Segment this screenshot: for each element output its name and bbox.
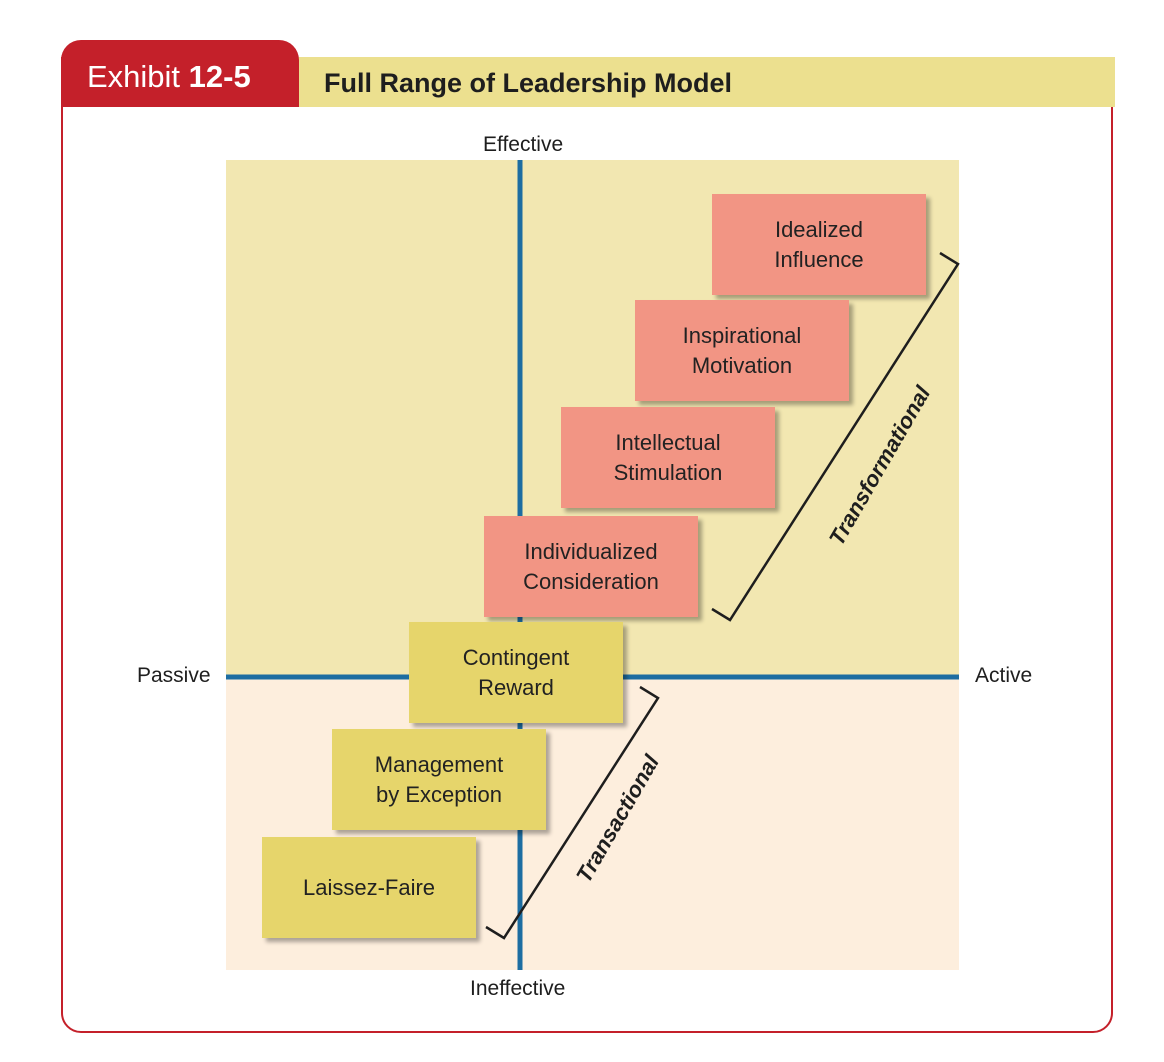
exhibit-title: Full Range of Leadership Model: [324, 68, 733, 98]
axis-label-active: Active: [975, 664, 1033, 687]
box-contingent-reward: Contingent Reward: [409, 622, 623, 723]
box-laissez-faire: Laissez-Faire: [262, 837, 476, 938]
transactional-bracket: [485, 685, 660, 940]
title-bar: Full Range of Leadership Model: [298, 57, 1115, 107]
exhibit-tab: Exhibit 12-5: [61, 40, 299, 107]
box-management-by-exception: Management by Exception: [332, 729, 546, 830]
box-label: Inspirational Motivation: [682, 322, 802, 378]
box-label: Laissez-Faire: [302, 874, 436, 900]
box-individualized-consideration: Individualized Consideration: [484, 516, 698, 617]
exhibit-word: Exhibit: [87, 59, 181, 94]
box-label: Intellectual Stimulation: [613, 429, 723, 485]
box-intellectual-stimulation: Intellectual Stimulation: [561, 407, 775, 508]
box-idealized-influence: Idealized Influence: [712, 194, 926, 295]
box-label: Management by Exception: [374, 751, 504, 807]
box-inspirational-motivation: Inspirational Motivation: [635, 300, 849, 401]
axis-label-effective: Effective: [483, 133, 564, 156]
axis-label-ineffective: Ineffective: [470, 977, 566, 1000]
box-label: Idealized Influence: [774, 216, 864, 272]
axis-label-passive: Passive: [137, 664, 211, 687]
exhibit-number: 12-5: [188, 59, 251, 94]
transformational-bracket: [711, 251, 960, 622]
box-label: Individualized Consideration: [523, 538, 659, 594]
box-label: Contingent Reward: [462, 644, 570, 700]
